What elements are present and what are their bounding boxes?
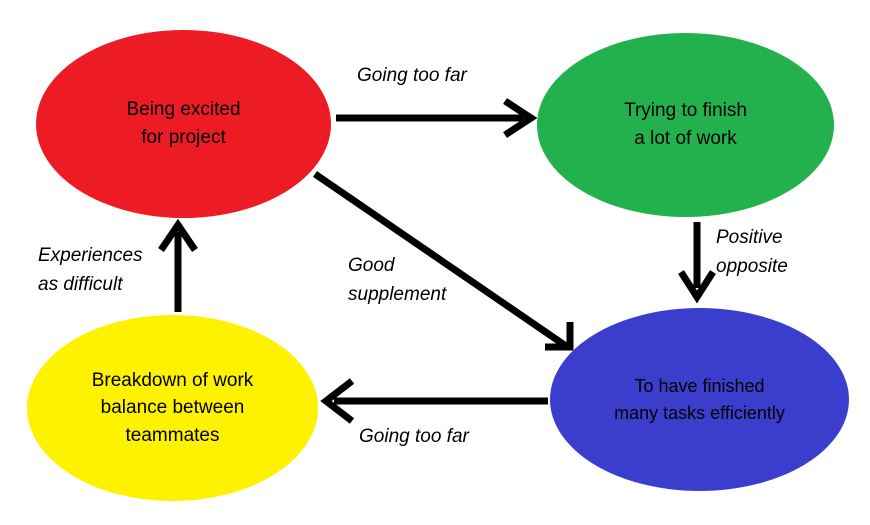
node-breakdown-of-work[interactable]: Breakdown of work balance between teamma… — [27, 315, 318, 501]
node-label: Trying to finish a lot of work — [624, 100, 747, 149]
node-to-have-finished[interactable]: To have finished many tasks efficiently — [550, 308, 849, 491]
node-label: To have finished many tasks efficiently — [614, 376, 785, 423]
edge-label-green-to-blue: Positive opposite — [716, 227, 788, 277]
edge-yellow-to-red — [158, 218, 198, 312]
edge-red-to-blue — [313, 171, 574, 351]
edge-label-yellow-to-red: Experiences as difficult — [38, 245, 143, 295]
node-trying-to-finish[interactable]: Trying to finish a lot of work — [537, 33, 834, 217]
node-label: Breakdown of work balance between teamma… — [91, 369, 254, 446]
edge-green-to-blue — [678, 222, 716, 304]
node-label: Being excited for project — [126, 99, 241, 148]
edge-label-blue-to-yellow: Going too far — [359, 426, 469, 447]
node-being-excited[interactable]: Being excited for project — [36, 30, 331, 218]
edge-label-red-to-blue: Good supplement — [348, 255, 447, 305]
edge-label-red-to-green: Going too far — [357, 65, 467, 86]
edge-blue-to-yellow — [320, 378, 548, 424]
edge-red-to-green — [336, 98, 538, 138]
